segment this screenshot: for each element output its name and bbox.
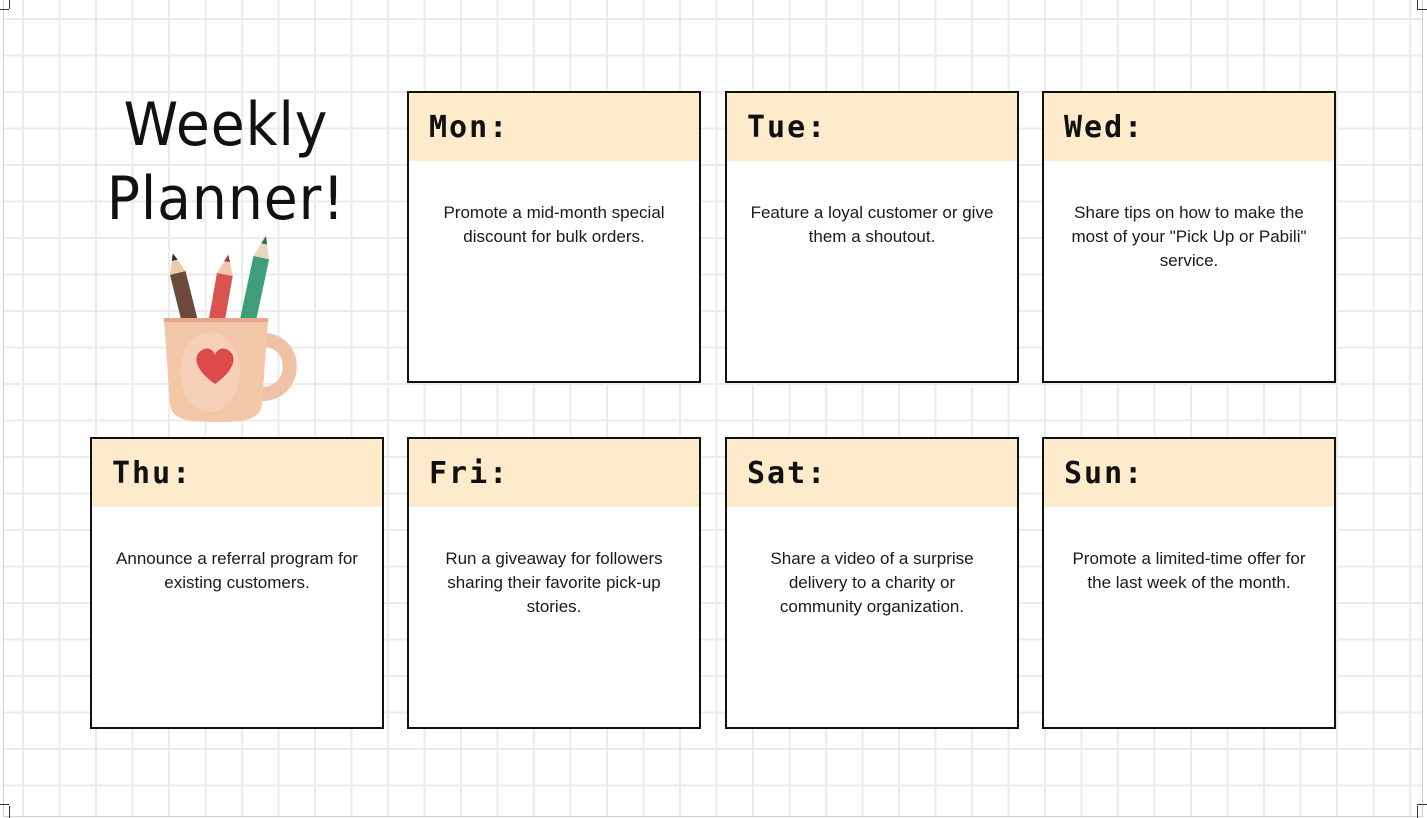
day-task: Promote a mid-month special discount for… <box>443 203 665 246</box>
day-label: Mon: <box>429 109 510 145</box>
day-header: Sat: <box>727 439 1017 507</box>
crop-mark-top-right-v <box>1417 0 1418 9</box>
day-task: Run a giveaway for followers sharing the… <box>445 549 663 616</box>
crop-mark-top-left-v <box>9 0 10 9</box>
crop-mark-bottom-left-v <box>9 806 10 818</box>
day-label: Sat: <box>747 455 828 491</box>
day-header: Wed: <box>1044 93 1334 161</box>
day-header: Tue: <box>727 93 1017 161</box>
planner-title: Weekly Planner! <box>106 88 345 236</box>
day-label: Thu: <box>112 455 193 491</box>
day-card-wed: Wed: Share tips on how to make the most … <box>1042 91 1336 383</box>
title-line-2: Planner! <box>106 164 346 234</box>
pencil-cup-heart-icon <box>164 236 297 422</box>
day-card-sun: Sun: Promote a limited-time offer for th… <box>1042 437 1336 729</box>
crop-mark-bottom-left <box>0 804 9 805</box>
day-card-sat: Sat: Share a video of a surprise deliver… <box>725 437 1019 729</box>
crop-mark-top-left <box>0 9 9 10</box>
day-task: Share tips on how to make the most of yo… <box>1071 203 1307 270</box>
day-header: Mon: <box>409 93 699 161</box>
day-card-tue: Tue: Feature a loyal customer or give th… <box>725 91 1019 383</box>
crop-mark-bottom-right <box>1417 804 1427 805</box>
crop-mark-bottom-right-v <box>1417 806 1418 818</box>
day-label: Fri: <box>429 455 510 491</box>
day-card-fri: Fri: Run a giveaway for followers sharin… <box>407 437 701 729</box>
day-label: Tue: <box>747 109 828 145</box>
day-card-thu: Thu: Announce a referral program for exi… <box>90 437 384 729</box>
day-task: Promote a limited-time offer for the las… <box>1072 549 1306 592</box>
title-line-1: Weekly <box>123 90 329 160</box>
day-header: Thu: <box>92 439 382 507</box>
day-header: Sun: <box>1044 439 1334 507</box>
day-task: Feature a loyal customer or give them a … <box>750 203 994 246</box>
day-task: Share a video of a surprise delivery to … <box>770 549 974 616</box>
day-label: Wed: <box>1064 109 1145 145</box>
day-label: Sun: <box>1064 455 1145 491</box>
day-task: Announce a referral program for existing… <box>116 549 358 592</box>
day-header: Fri: <box>409 439 699 507</box>
day-card-mon: Mon: Promote a mid-month special discoun… <box>407 91 701 383</box>
crop-mark-top-right <box>1417 9 1427 10</box>
